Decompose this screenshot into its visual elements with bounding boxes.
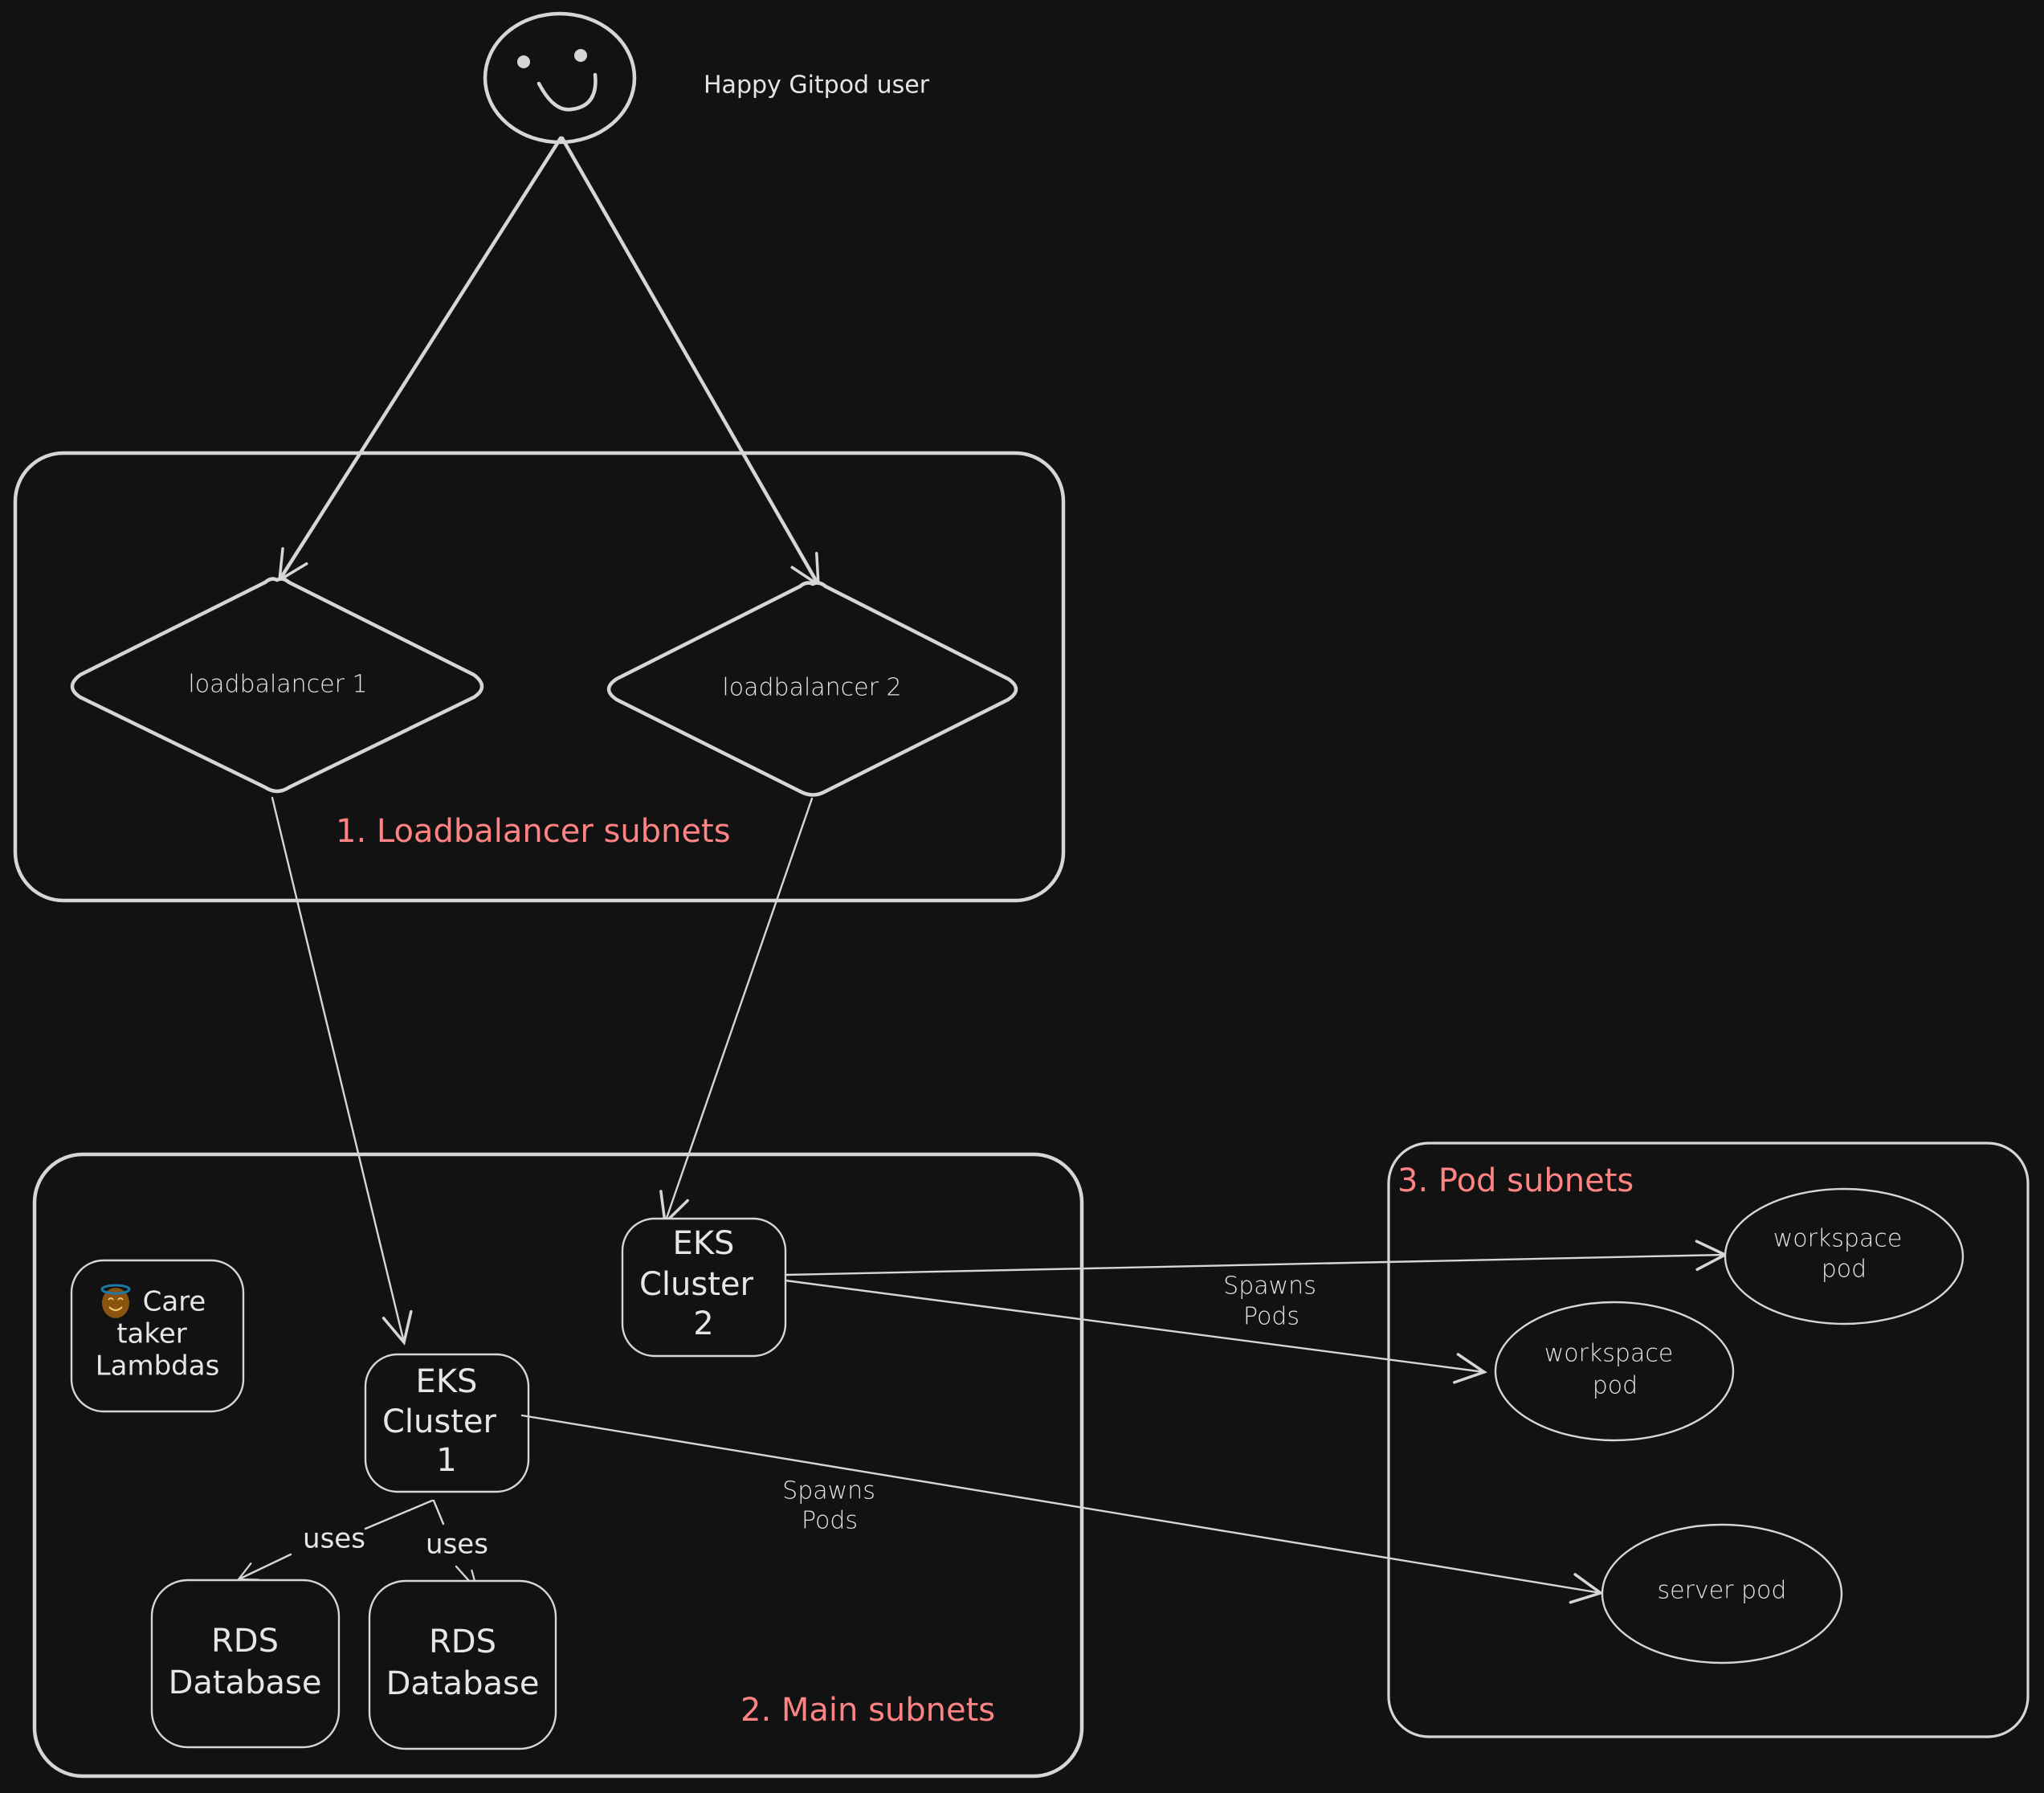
eks-cluster-1-node[interactable]: EKS Cluster 1 bbox=[364, 1353, 530, 1493]
zone-pod-subnets-label: 3. Pod subnets bbox=[1397, 1162, 1634, 1199]
user-label: Happy Gitpod user bbox=[704, 71, 930, 100]
loadbalancer-2-node[interactable]: loadbalancer 2 bbox=[606, 581, 1018, 797]
edge-eks-cluster-1-to-rds-2[interactable]: uses bbox=[426, 1499, 488, 1591]
server-pod-node[interactable]: server pod bbox=[1601, 1523, 1843, 1664]
eks-cluster-1-box bbox=[364, 1353, 530, 1493]
workspace-pod-2-label-line-1: workspace bbox=[1544, 1340, 1674, 1368]
workspace-pod-1-node[interactable]: workspace pod bbox=[1724, 1187, 1964, 1325]
eks-cluster-1-label-line-3: 1 bbox=[436, 1442, 456, 1479]
eks-cluster-2-box bbox=[621, 1217, 787, 1358]
edge-label-uses-right: uses bbox=[426, 1529, 488, 1561]
zone-loadbalancer-subnets[interactable]: 1. Loadbalancer subnets bbox=[13, 451, 1066, 903]
diamond-shape bbox=[606, 581, 1018, 797]
edge-label-spawns-lower-line-2: Pods bbox=[802, 1507, 858, 1535]
eks-cluster-1-label-line-2: Cluster bbox=[382, 1403, 497, 1440]
rds-database-2-box bbox=[368, 1579, 557, 1750]
server-pod-label: server pod bbox=[1658, 1577, 1787, 1605]
edge-eks-cluster-2-to-workspace-pod-1[interactable] bbox=[784, 1240, 1728, 1276]
edge-eks-cluster-1-to-server-pod[interactable] bbox=[520, 1414, 1604, 1604]
rds-database-1-box bbox=[150, 1579, 341, 1749]
zone-loadbalancer-subnets-label: 1. Loadbalancer subnets bbox=[336, 813, 731, 850]
eks-cluster-2-node[interactable]: EKS Cluster 2 bbox=[621, 1217, 787, 1358]
workspace-pod-1-ellipse bbox=[1724, 1187, 1964, 1325]
workspace-pod-2-ellipse bbox=[1494, 1301, 1735, 1442]
zone-main-subnets-label: 2. Main subnets bbox=[740, 1692, 995, 1729]
rds-database-1-label-line-2: Database bbox=[169, 1664, 322, 1701]
eks-cluster-2-label-line-2: Cluster bbox=[639, 1266, 754, 1303]
eks-cluster-2-label-line-3: 2 bbox=[693, 1305, 713, 1342]
server-pod-ellipse bbox=[1601, 1523, 1843, 1664]
eks-cluster-1-label-line-1: EKS bbox=[416, 1363, 478, 1400]
caretaker-label-line-1: Care bbox=[143, 1286, 206, 1318]
edge-label-uses-left: uses bbox=[303, 1523, 365, 1555]
edge-label-spawns-upper-line-1: Spawns bbox=[1223, 1272, 1316, 1301]
zone-loadbalancer-subnets-frame bbox=[13, 451, 1066, 903]
edge-label-spawns-pods-lower: Spawns Pods bbox=[782, 1477, 875, 1535]
eks-cluster-2-label-line-1: EKS bbox=[673, 1225, 735, 1262]
edge-loadbalancer-1-to-eks-cluster-1[interactable] bbox=[271, 796, 413, 1346]
zone-pod-subnets-frame bbox=[1387, 1142, 2030, 1738]
zone-main-subnets-frame bbox=[32, 1152, 1084, 1779]
rds-database-2-label-line-1: RDS bbox=[429, 1624, 496, 1660]
smiley-face-icon bbox=[483, 11, 637, 145]
loadbalancer-2-label: loadbalancer 2 bbox=[722, 674, 901, 702]
caretaker-label-line-3: Lambdas bbox=[96, 1350, 220, 1383]
rds-database-2-label-line-2: Database bbox=[386, 1665, 540, 1702]
edge-label-spawns-pods-upper: Spawns Pods bbox=[1223, 1272, 1316, 1331]
smiling-face-with-halo-icon bbox=[100, 1284, 131, 1318]
edge-loadbalancer-2-to-eks-cluster-2[interactable] bbox=[659, 797, 814, 1226]
caretaker-label-line-2: taker bbox=[116, 1318, 187, 1350]
loadbalancer-1-label: loadbalancer 1 bbox=[188, 671, 367, 699]
workspace-pod-1-label-line-2: pod bbox=[1822, 1256, 1867, 1284]
edge-label-spawns-upper-line-2: Pods bbox=[1243, 1303, 1299, 1331]
edge-eks-cluster-2-to-workspace-pod-2[interactable] bbox=[784, 1279, 1487, 1384]
zone-main-subnets[interactable]: 2. Main subnets bbox=[32, 1152, 1084, 1779]
diamond-shape bbox=[70, 577, 484, 794]
zone-pod-subnets[interactable]: 3. Pod subnets bbox=[1387, 1142, 2030, 1738]
edge-label-spawns-lower-line-1: Spawns bbox=[782, 1477, 875, 1505]
workspace-pod-2-label-line-2: pod bbox=[1593, 1372, 1638, 1400]
rds-database-1-label-line-1: RDS bbox=[211, 1623, 279, 1660]
user-node[interactable]: Happy Gitpod user bbox=[483, 11, 930, 145]
loadbalancer-1-node[interactable]: loadbalancer 1 bbox=[70, 577, 484, 794]
edge-user-to-loadbalancer-1[interactable] bbox=[277, 136, 563, 583]
rds-database-1-node[interactable]: RDS Database bbox=[150, 1579, 341, 1749]
edge-eks-cluster-1-to-rds-1[interactable]: uses bbox=[236, 1499, 434, 1581]
rds-database-2-node[interactable]: RDS Database bbox=[368, 1579, 557, 1750]
workspace-pod-2-node[interactable]: workspace pod bbox=[1494, 1301, 1735, 1442]
edge-user-to-loadbalancer-2[interactable] bbox=[560, 136, 821, 588]
caretaker-lambdas-node[interactable]: Care taker Lambdas bbox=[70, 1259, 245, 1413]
workspace-pod-1-label-line-1: workspace bbox=[1773, 1225, 1903, 1253]
